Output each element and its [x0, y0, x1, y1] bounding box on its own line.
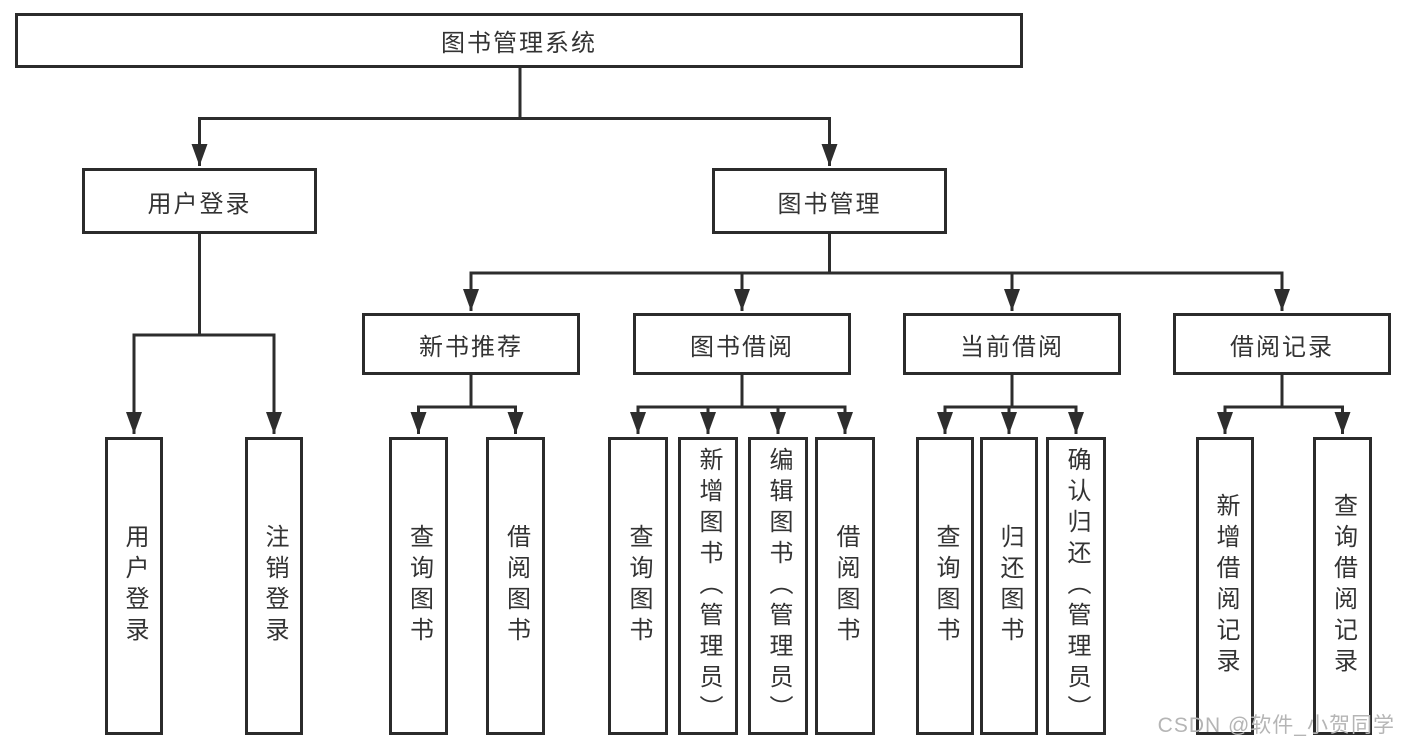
node-root-label: 图书管理系统	[441, 30, 597, 57]
leaf-query-books-recommend-label: 查询图书	[405, 524, 433, 648]
leaf-borrow-books-label: 借阅图书	[832, 524, 859, 648]
leaf-logout: 注销登录	[245, 437, 303, 735]
leaf-confirm-return-admin-label: 确认归还（管理员）	[1063, 446, 1090, 726]
node-book-management-label: 图书管理	[777, 190, 882, 218]
leaf-query-borrow-record-label: 查询借阅记录	[1329, 493, 1357, 679]
leaf-add-book-admin: 新增图书（管理员）	[678, 437, 738, 735]
node-root: 图书管理系统	[15, 13, 1023, 68]
csdn-watermark: CSDN @软件_小贺同学	[1157, 714, 1395, 737]
leaf-user-login: 用户登录	[105, 437, 163, 735]
leaf-return-book-label: 归还图书	[996, 524, 1023, 648]
leaf-query-books-recommend: 查询图书	[389, 437, 448, 735]
leaf-add-borrow-record-label: 新增借阅记录	[1212, 493, 1239, 679]
leaf-query-books-borrow-label: 查询图书	[625, 524, 652, 648]
leaf-borrow-books-recommend-label: 借阅图书	[502, 524, 530, 648]
leaf-add-book-admin-label: 新增图书（管理员）	[695, 446, 722, 726]
leaf-edit-book-admin: 编辑图书（管理员）	[748, 437, 808, 735]
leaf-add-borrow-record: 新增借阅记录	[1196, 437, 1254, 735]
node-book-borrow: 图书借阅	[633, 313, 851, 375]
leaf-return-book: 归还图书	[980, 437, 1038, 735]
leaf-borrow-books: 借阅图书	[815, 437, 875, 735]
leaf-query-books-current: 查询图书	[916, 437, 974, 735]
node-borrow-records-label: 借阅记录	[1230, 333, 1334, 361]
leaf-confirm-return-admin: 确认归还（管理员）	[1046, 437, 1106, 735]
leaf-query-borrow-record: 查询借阅记录	[1313, 437, 1372, 735]
leaf-query-books-borrow: 查询图书	[608, 437, 668, 735]
node-borrow-records: 借阅记录	[1173, 313, 1391, 375]
node-book-borrow-label: 图书借阅	[690, 333, 794, 361]
leaf-logout-label: 注销登录	[261, 524, 288, 648]
leaf-user-login-label: 用户登录	[121, 524, 148, 648]
node-new-book-recommend-label: 新书推荐	[419, 333, 523, 361]
node-current-borrow: 当前借阅	[903, 313, 1121, 375]
node-user-login: 用户登录	[82, 168, 317, 234]
node-new-book-recommend: 新书推荐	[362, 313, 580, 375]
node-current-borrow-label: 当前借阅	[960, 333, 1064, 361]
node-user-login-label: 用户登录	[147, 190, 252, 218]
leaf-query-books-current-label: 查询图书	[932, 524, 959, 648]
leaf-edit-book-admin-label: 编辑图书（管理员）	[765, 446, 792, 726]
leaf-borrow-books-recommend: 借阅图书	[486, 437, 545, 735]
node-book-management: 图书管理	[712, 168, 947, 234]
